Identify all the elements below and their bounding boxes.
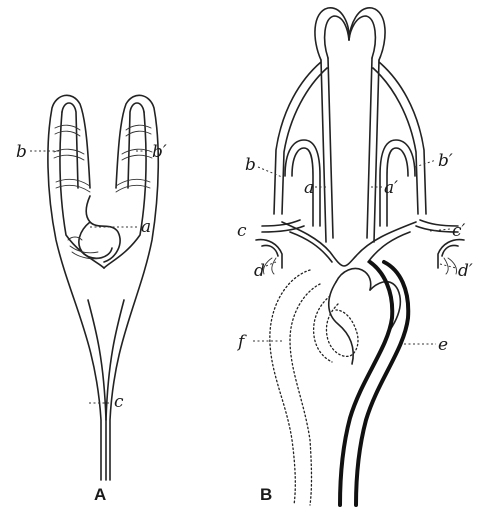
label-a-b-prime: b′ (152, 142, 167, 162)
label-b-a-prime: a′ (384, 178, 398, 198)
label-b-e: e (438, 335, 448, 355)
label-b-a: a (304, 178, 314, 198)
figure-a-leaders (30, 151, 150, 403)
figure-b-drawing (256, 8, 464, 505)
label-b-c-prime: c′ (452, 221, 466, 241)
caption-b: B (260, 485, 272, 504)
label-b-d-prime: d′ (458, 261, 473, 281)
label-a-c: c (114, 392, 124, 412)
label-b-b-prime: b′ (438, 151, 453, 171)
label-b-b: b (245, 155, 256, 175)
caption-a: A (94, 485, 106, 504)
label-b-c: c (237, 221, 247, 241)
label-a-b: b (16, 142, 27, 162)
figure-a-drawing (48, 95, 158, 480)
label-a-a: a (141, 217, 151, 237)
label-b-d: d (254, 261, 265, 281)
label-b-f: f (236, 332, 247, 352)
